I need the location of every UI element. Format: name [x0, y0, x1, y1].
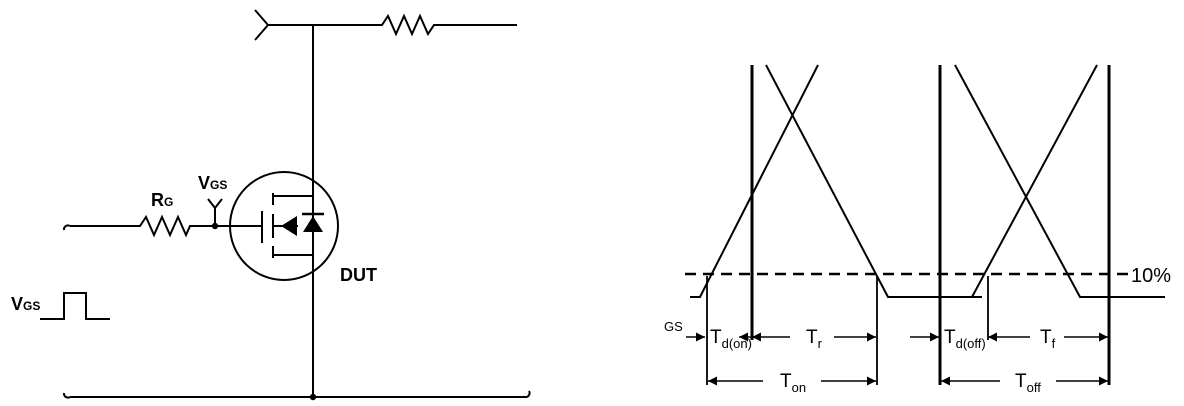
mosfet-body-circle: [229, 171, 339, 281]
gate-input-terminal: [62, 224, 71, 231]
freewheel-diode-icon: [303, 216, 323, 232]
vgs-pulse-label: VGS: [11, 294, 40, 314]
falling-trace-on: [765, 64, 982, 298]
switching-waveform: [685, 64, 1165, 386]
left-cut-label: GS: [664, 319, 683, 334]
vgs-pulse-waveform: [40, 292, 110, 320]
body-diode-arrow-icon: [281, 216, 297, 236]
tf-label: Tf: [1040, 327, 1056, 351]
top-rail-with-load-resistor: [268, 13, 517, 37]
rg-label: RG: [151, 190, 173, 210]
td-off-label: Td(off): [944, 327, 986, 351]
toff-label: Toff: [1015, 371, 1041, 395]
ground-left-terminal: [62, 392, 71, 399]
ground-node-dot: [309, 393, 317, 401]
tr-label: Tr: [806, 327, 823, 351]
td-on-label: Td(on): [710, 327, 752, 351]
vgs-probe-fork: [207, 198, 223, 210]
rising-trace-on: [690, 64, 819, 298]
gate-wire-with-resistor: [70, 214, 262, 238]
gate-node-dot: [211, 222, 219, 230]
dut-label: DUT: [340, 265, 377, 285]
rising-trace-off: [971, 64, 1098, 298]
top-terminal-chevron: [254, 9, 270, 41]
vgs-probe-label: VGS: [198, 173, 227, 193]
falling-trace-off: [954, 64, 1165, 298]
ton-label: Ton: [780, 371, 806, 395]
ground-right-terminal: [524, 390, 531, 399]
ten-percent-label: 10%: [1131, 265, 1171, 287]
test-circuit: [40, 9, 531, 399]
